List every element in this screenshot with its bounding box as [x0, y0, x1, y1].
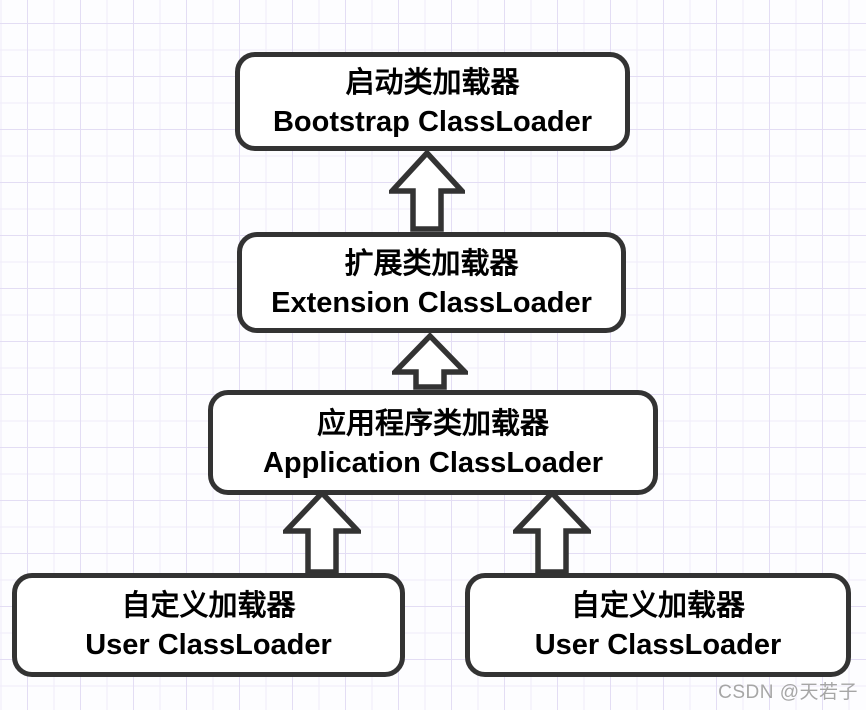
node-label-zh: 应用程序类加载器 [316, 407, 549, 440]
up-arrow-extension-to-bootstrap [389, 150, 465, 232]
up-arrow-user-right-to-application [513, 490, 591, 575]
node-user-classloader-left: 自定义加载器 User ClassLoader [12, 573, 405, 677]
node-label-en: Bootstrap ClassLoader [272, 105, 593, 138]
node-extension-classloader: 扩展类加载器 Extension ClassLoader [237, 232, 626, 333]
node-label-zh: 扩展类加载器 [344, 247, 519, 280]
node-bootstrap-classloader: 启动类加载器 Bootstrap ClassLoader [235, 52, 630, 151]
node-label-zh: 自定义加载器 [121, 590, 296, 622]
node-user-classloader-right: 自定义加载器 User ClassLoader [465, 573, 851, 677]
csdn-watermark: CSDN @天若子 [718, 682, 858, 703]
up-arrow-user-left-to-application [283, 490, 361, 575]
node-label-en: User ClassLoader [85, 629, 332, 661]
up-arrow-application-to-extension [392, 333, 468, 390]
node-label-en: User ClassLoader [534, 629, 782, 661]
node-label-en: Application ClassLoader [262, 446, 603, 479]
node-label-zh: 启动类加载器 [345, 66, 520, 99]
node-label-zh: 自定义加载器 [570, 590, 745, 622]
node-label-en: Extension ClassLoader [271, 286, 592, 319]
node-application-classloader: 应用程序类加载器 Application ClassLoader [208, 390, 658, 495]
